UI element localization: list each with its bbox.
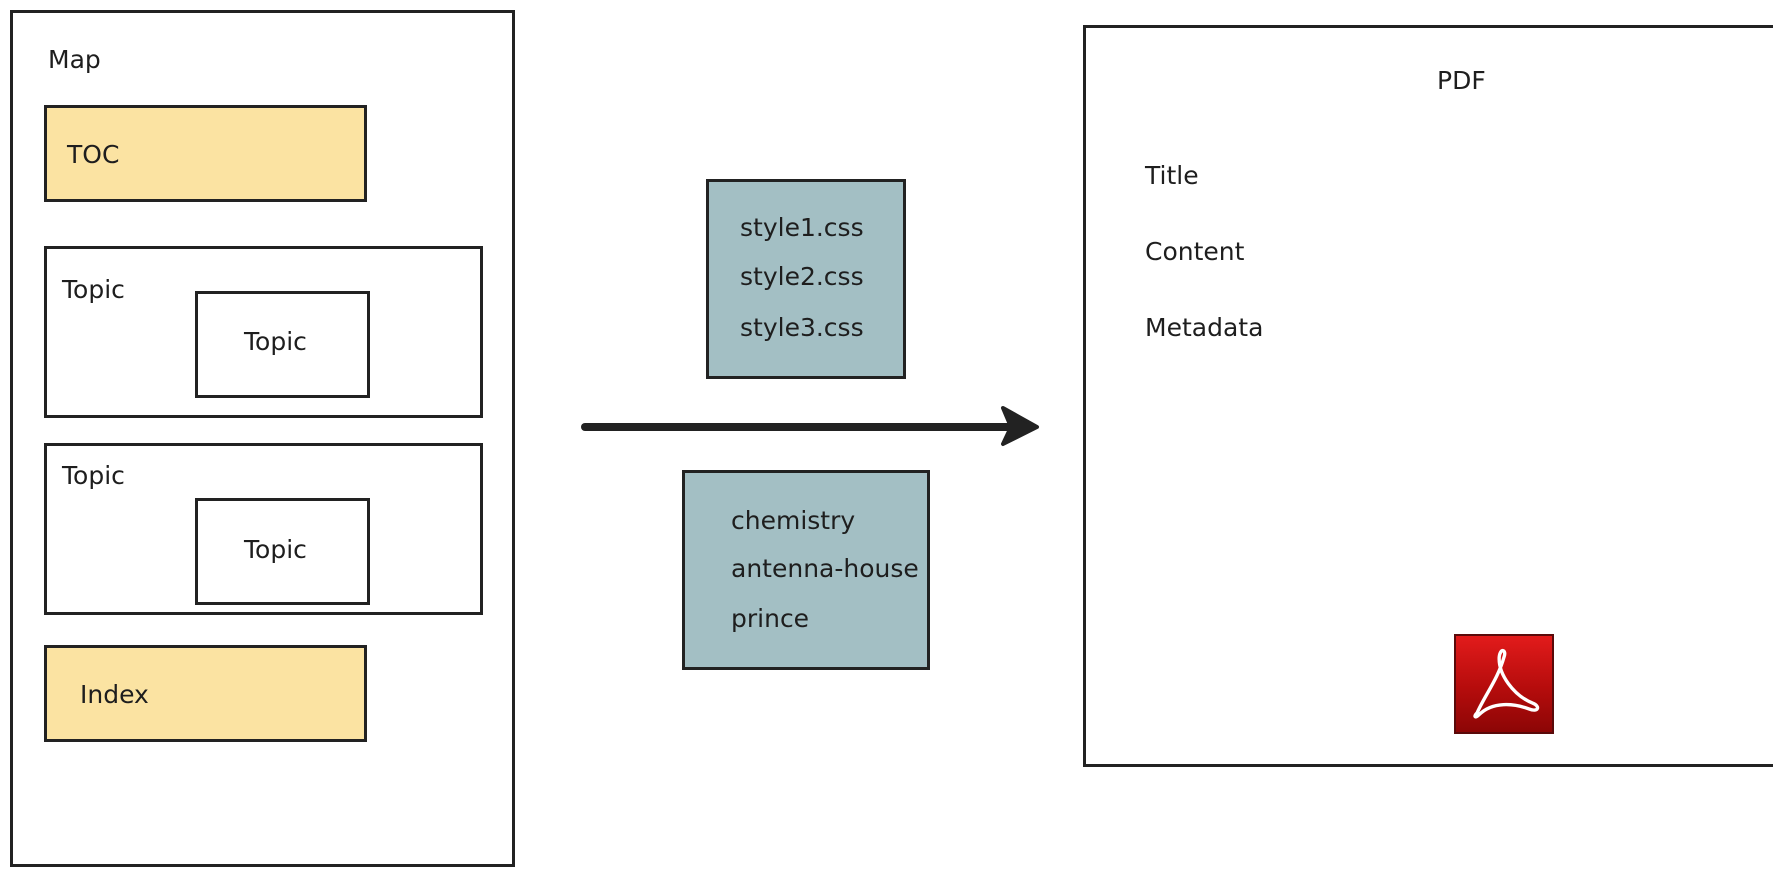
stylesheet-item: style1.css xyxy=(740,213,864,242)
stylesheet-item: style3.css xyxy=(740,313,864,342)
nested-topic-label: Topic xyxy=(244,535,307,564)
nested-topic-box xyxy=(195,498,370,605)
pdf-title: PDF xyxy=(1437,66,1486,95)
index-label: Index xyxy=(80,680,149,709)
map-title: Map xyxy=(48,45,101,74)
adobe-pdf-icon xyxy=(1454,634,1554,734)
arrow-head xyxy=(1001,406,1039,446)
pdf-item: Title xyxy=(1145,161,1199,190)
engine-item: chemistry xyxy=(731,506,856,535)
index-box xyxy=(44,645,367,742)
transform-arrow xyxy=(581,406,1039,446)
nested-topic-box xyxy=(195,291,370,398)
toc-box xyxy=(44,105,367,202)
topic-label: Topic xyxy=(62,275,125,304)
pdf-item: Content xyxy=(1145,237,1245,266)
pdf-panel xyxy=(1083,25,1773,767)
stylesheets-box xyxy=(706,179,906,379)
toc-label: TOC xyxy=(67,140,120,169)
nested-topic-label: Topic xyxy=(244,327,307,356)
topic-label: Topic xyxy=(62,461,125,490)
engine-item: antenna-house xyxy=(731,554,919,583)
engine-item: prince xyxy=(731,604,810,633)
engines-box xyxy=(682,470,930,670)
stylesheet-item: style2.css xyxy=(740,262,864,291)
pdf-item: Metadata xyxy=(1145,313,1264,342)
